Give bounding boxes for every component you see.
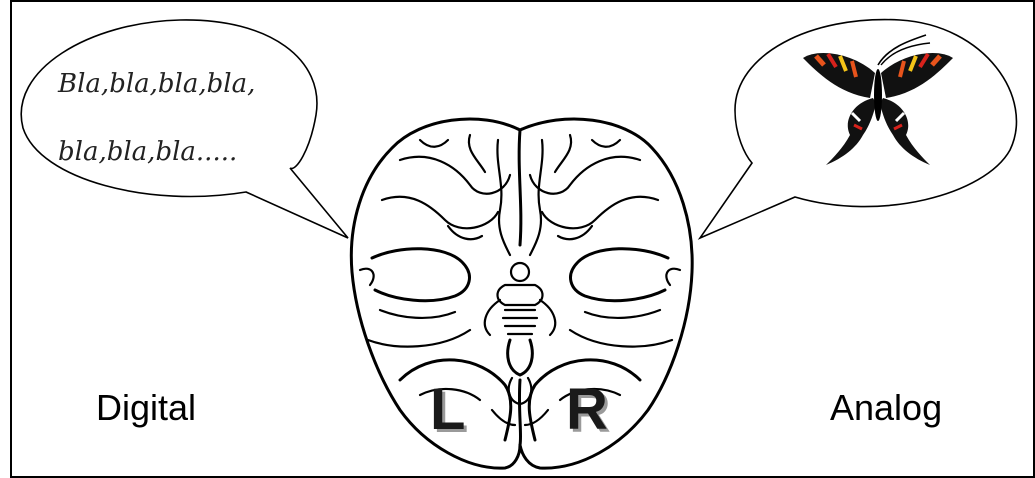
right-hemisphere-letter: R: [566, 377, 608, 442]
analog-label: Analog: [830, 387, 942, 428]
left-bubble-line-2: bla,bla,bla.....: [58, 137, 237, 167]
digital-label: Digital: [96, 387, 196, 428]
left-hemisphere-letter: L: [430, 377, 465, 442]
left-bubble-line-1: Bla,bla,bla,bla,: [57, 69, 255, 99]
